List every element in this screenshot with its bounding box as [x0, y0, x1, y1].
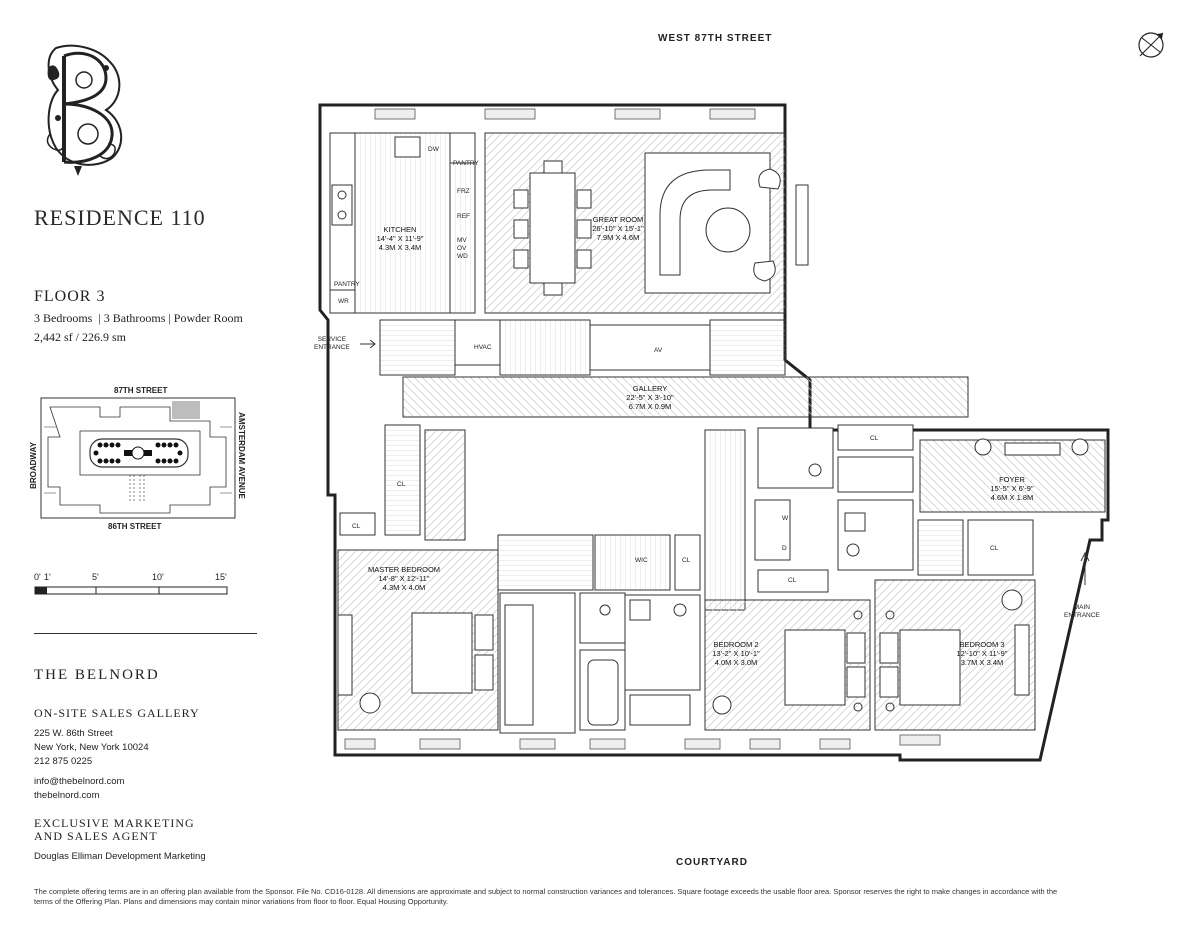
- label-wd: WD: [457, 253, 468, 260]
- residence-title: RESIDENCE 110: [34, 205, 206, 230]
- label-cl-2: CL: [352, 523, 361, 530]
- great-room-label: GREAT ROOM 26'-10" X 15'-1" 7.9M X 4.6M: [592, 215, 644, 242]
- label-cl-3: CL: [682, 557, 691, 564]
- label-mv: MV: [457, 237, 467, 244]
- label-dw: DW: [428, 146, 439, 153]
- gallery-label: GALLERY 22'-5" X 3'-10" 6.7M X 0.9M: [626, 384, 674, 411]
- keyplan-east-street: AMSTERDAM AVENUE: [236, 412, 246, 499]
- label-d: D: [782, 545, 787, 552]
- label-wic: WIC: [635, 557, 648, 564]
- label-frz: FRZ: [457, 188, 470, 195]
- north-arrow: [1136, 30, 1166, 60]
- phone: 212 875 0225: [34, 756, 93, 767]
- floor-plan: [318, 103, 1110, 762]
- floor-label: FLOOR 3: [34, 288, 106, 305]
- master-bedroom-label: MASTER BEDROOM 14'-8" X 12'-11" 4.3M X 4…: [367, 565, 441, 592]
- disclaimer: The complete offering terms are in an of…: [34, 887, 1058, 906]
- bedroom-3-label: BEDROOM 3 12'-10" X 11'-9" 3.7M X 3.4M: [956, 640, 1008, 667]
- label-w: W: [782, 515, 789, 522]
- label-pantry-top: PANTRY: [453, 160, 479, 167]
- scale-bar: 0' 1' 5' 10' 15': [34, 572, 229, 602]
- service-entrance-label: SERVICE ENTRANCE: [314, 336, 350, 351]
- scale-label-0: 0': [34, 572, 41, 582]
- email-link[interactable]: info@thebelnord.com: [34, 776, 125, 787]
- keyplan-west-street: BROADWAY: [28, 442, 38, 489]
- label-cl-6: CL: [990, 545, 999, 552]
- address-line-1: 225 W. 86th Street: [34, 728, 113, 739]
- label-ov: OV: [457, 245, 467, 252]
- address-line-2: New York, New York 10024: [34, 742, 149, 753]
- main-entrance-label: MAIN ENTRANCE: [1064, 604, 1100, 619]
- label-av: AV: [654, 347, 663, 354]
- label-hvac: HVAC: [474, 344, 492, 351]
- agent-title-2: AND SALES AGENT: [34, 829, 158, 843]
- scale-label-15: 15': [215, 572, 227, 582]
- label-wr: WR: [338, 298, 349, 305]
- scale-label-10: 10': [152, 572, 164, 582]
- kitchen-label: KITCHEN 14'-4" X 11'-9" 4.3M X 3.4M: [376, 225, 424, 252]
- label-ref: REF: [457, 213, 470, 220]
- foyer-label: FOYER 15'-5" X 6'-9" 4.6M X 1.8M: [990, 475, 1034, 502]
- scale-label-1: 1': [44, 572, 51, 582]
- key-plan: 87TH STREET 86TH STREET BROADWAY AMSTERD…: [28, 385, 253, 535]
- belnord-logo: [34, 38, 130, 178]
- label-pantry-bottom: PANTRY: [334, 281, 360, 288]
- top-street-label: WEST 87TH STREET: [658, 33, 773, 44]
- divider: [34, 633, 257, 634]
- gallery-title: ON-SITE SALES GALLERY: [34, 706, 200, 720]
- keyplan-north-street: 87TH STREET: [114, 386, 168, 395]
- area-summary: 2,442 sf / 226.9 sm: [34, 330, 127, 344]
- label-cl-4: CL: [870, 435, 879, 442]
- rooms-summary: 3 Bedrooms | 3 Bathrooms | Powder Room: [34, 311, 243, 325]
- brand-name: THE BELNORD: [34, 667, 160, 683]
- label-cl-5: CL: [788, 577, 797, 584]
- keyplan-south-street: 86TH STREET: [108, 522, 162, 531]
- agent-title-1: EXCLUSIVE MARKETING: [34, 816, 195, 830]
- agent-name: Douglas Elliman Development Marketing: [34, 851, 206, 862]
- courtyard-label: COURTYARD: [676, 857, 748, 868]
- label-cl-1: CL: [397, 481, 406, 488]
- scale-label-5: 5': [92, 572, 99, 582]
- website-link[interactable]: thebelnord.com: [34, 790, 100, 801]
- bedroom-2-label: BEDROOM 2 13'-2" X 10'-1" 4.0M X 3.0M: [712, 640, 760, 667]
